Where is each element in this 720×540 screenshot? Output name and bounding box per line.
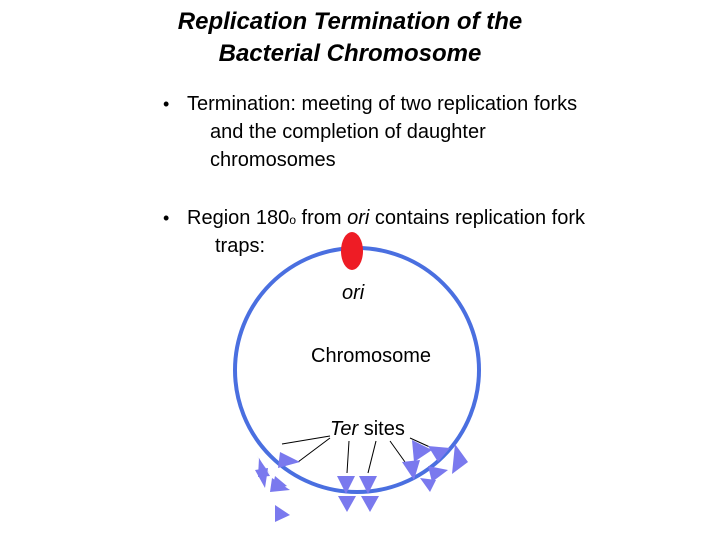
bullet-prefix: Region 180 <box>187 207 290 229</box>
ter-site <box>272 476 287 490</box>
ter-site <box>428 446 450 462</box>
ter-site <box>275 505 290 522</box>
ori-term: ori <box>347 207 370 229</box>
bullet-line: Region 180o from ori contains replicatio… <box>187 204 585 232</box>
title-line-1: Replication Termination of the <box>177 8 523 35</box>
ter-site <box>452 444 468 474</box>
bullet-marker: • <box>163 94 170 114</box>
ter-site <box>338 496 356 512</box>
ter-suffix: sites <box>358 418 405 440</box>
ter-term: Ter <box>330 418 359 440</box>
ter-site <box>420 478 436 492</box>
ter-site <box>412 440 432 462</box>
degree-symbol: o <box>289 213 296 227</box>
ter-sites-label: Ter sites <box>330 418 405 441</box>
chromosome-label: Chromosome <box>311 345 432 367</box>
bullet-line: and the completion of daughter <box>210 121 486 143</box>
ter-pointer-lines <box>281 435 433 474</box>
bullet-line: Termination: meeting of two replication … <box>187 93 578 115</box>
bullet-line: chromosomes <box>210 149 336 171</box>
ter-site <box>428 466 448 482</box>
ori-marker <box>341 232 363 270</box>
ter-site <box>337 476 355 494</box>
bullet-line: traps: <box>215 235 266 257</box>
ter-site <box>255 468 268 488</box>
ter-site <box>359 476 377 494</box>
bullet-mid: from <box>296 207 348 229</box>
bullet-suffix: contains replication fork <box>369 207 586 229</box>
ter-site <box>361 496 379 512</box>
ter-site <box>402 460 420 480</box>
slide-title: Replication Termination of the Bacterial… <box>140 6 560 70</box>
ori-label: ori <box>342 282 365 304</box>
ter-site <box>278 452 300 468</box>
title-line-2: Bacterial Chromosome <box>218 40 482 67</box>
ter-sites <box>255 440 468 522</box>
bullet-marker: • <box>163 208 170 228</box>
